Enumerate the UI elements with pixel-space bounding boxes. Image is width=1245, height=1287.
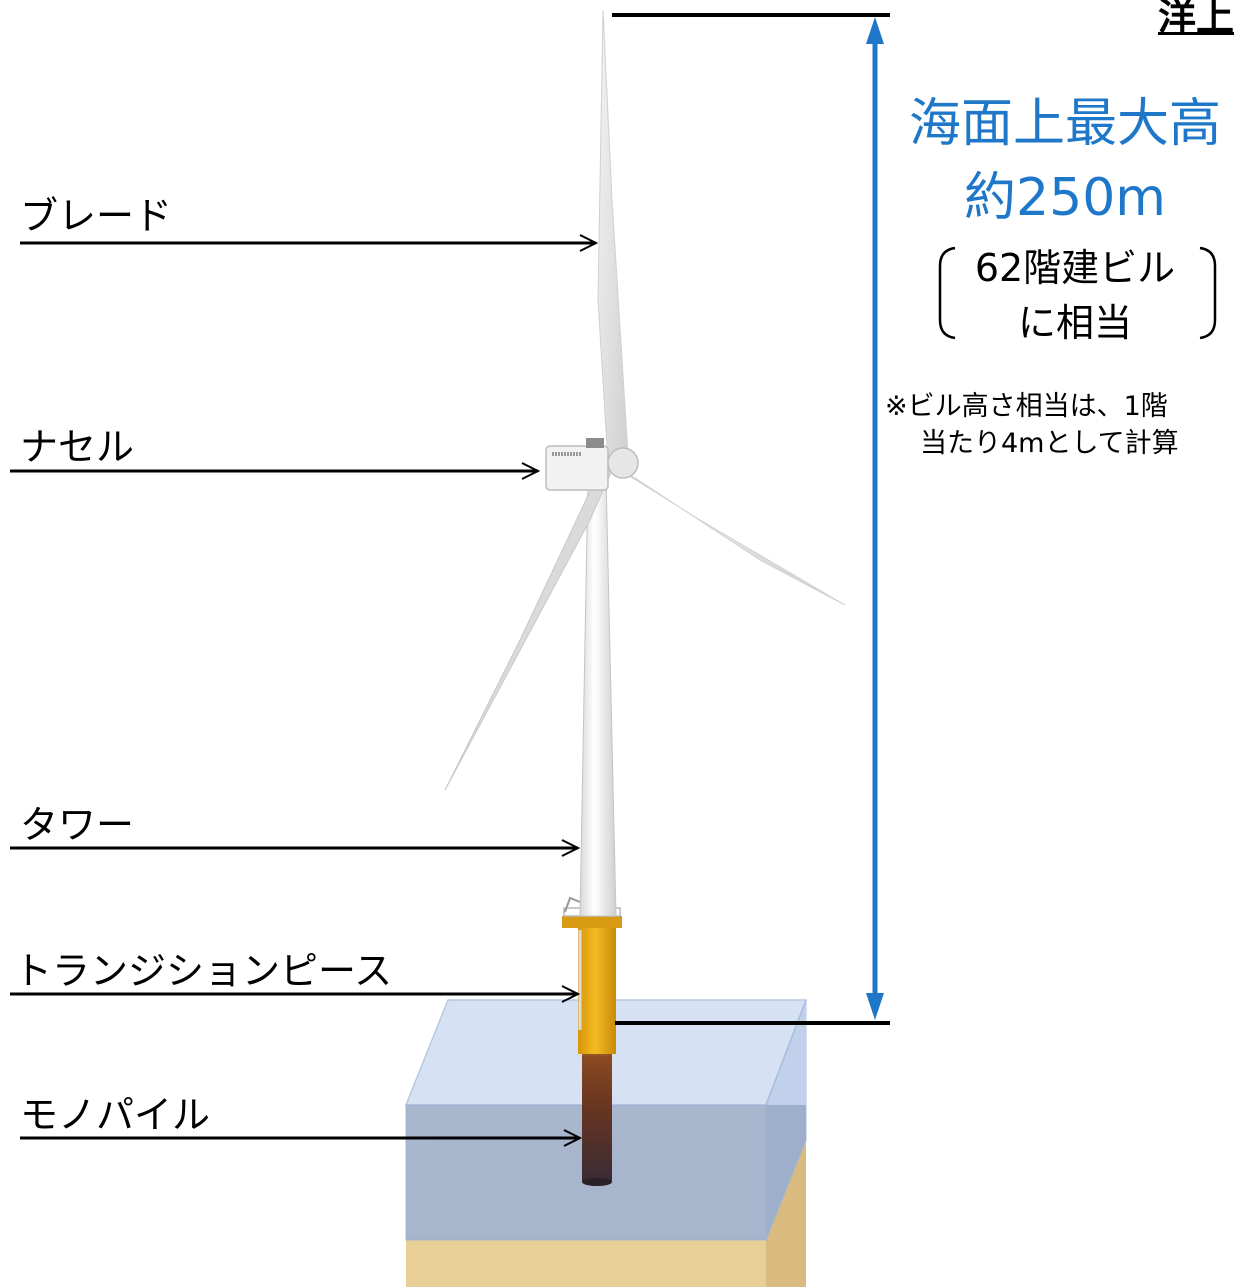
title-fragment: 洋上 [1158,0,1235,39]
tower-label: タワー [20,803,135,847]
blades [444,9,846,791]
height-arrow [866,17,884,1020]
transition-piece-label: トランジションピース [14,949,393,993]
note-line-1: ※ビル高さ相当は、1階 [885,391,1168,422]
height-value: 約250m [964,168,1166,228]
nacelle [545,438,609,491]
transition-piece [562,896,622,1054]
hub [607,447,639,479]
blade-label: ブレード [20,194,173,238]
building-equivalent-suffix: に相当 [1017,301,1132,345]
note-line-2: 当たり4mとして計算 [920,428,1179,459]
height-title: 海面上最大高 [908,94,1221,154]
monopile-label: モノパイル [20,1093,211,1137]
nacelle-label: ナセル [20,425,135,469]
monopile [582,1040,612,1182]
right-bracket [1199,246,1217,340]
tower [579,475,617,917]
left-bracket [938,246,956,340]
building-equivalent: 62階建ビル [974,246,1176,290]
